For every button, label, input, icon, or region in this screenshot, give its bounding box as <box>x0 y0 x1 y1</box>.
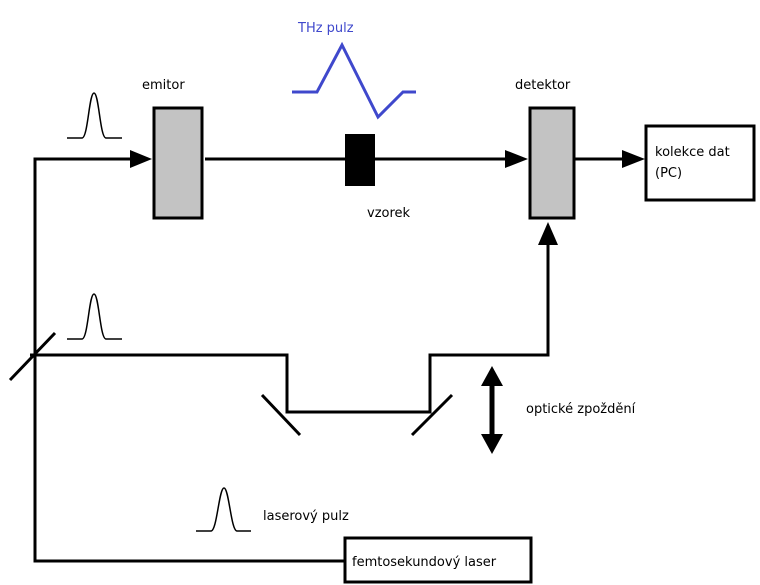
beam-paths <box>30 157 625 563</box>
pc-label: (PC) <box>655 166 682 181</box>
arrowheads <box>130 150 645 245</box>
beam-splitter-mirror <box>8 331 57 382</box>
vzorek-label: vzorek <box>367 206 411 221</box>
arrow-into-detektor <box>505 150 528 168</box>
femtosekundovy-laser-box <box>343 536 533 584</box>
emitor-label: emitor <box>142 78 185 93</box>
pulse-icon-top <box>67 92 122 139</box>
laserovy-pulz-label: laserový pulz <box>263 509 349 524</box>
vzorek-sample <box>345 134 375 186</box>
thz-pulz-label: THz pulz <box>297 21 354 36</box>
probe-beam-delay <box>30 245 550 414</box>
delay-double-arrow <box>481 366 503 454</box>
kolekce-dat-label: kolekce dat <box>655 145 730 160</box>
kolekce-dat-box <box>644 124 756 202</box>
arrow-into-emitor <box>130 150 152 168</box>
arrow-up-into-detektor <box>538 222 558 245</box>
delay-mirror-left <box>260 393 302 437</box>
detektor-box <box>528 106 576 220</box>
delay-mirror-right <box>410 393 454 437</box>
detektor-label: detektor <box>515 78 571 93</box>
pulse-glyphs <box>67 92 251 532</box>
pulse-icon-bottom <box>196 487 251 532</box>
mirrors <box>8 331 454 437</box>
thz-pulse-waveform <box>292 41 416 120</box>
pulse-icon-middle <box>67 293 122 340</box>
laser-main-beam <box>33 157 345 563</box>
opticke-zpozdeni-label: optické zpoždění <box>526 402 636 417</box>
emitor-box <box>152 106 204 220</box>
femtosekundovy-laser-label: femtosekundový laser <box>352 555 497 570</box>
arrow-into-pc <box>622 150 645 168</box>
